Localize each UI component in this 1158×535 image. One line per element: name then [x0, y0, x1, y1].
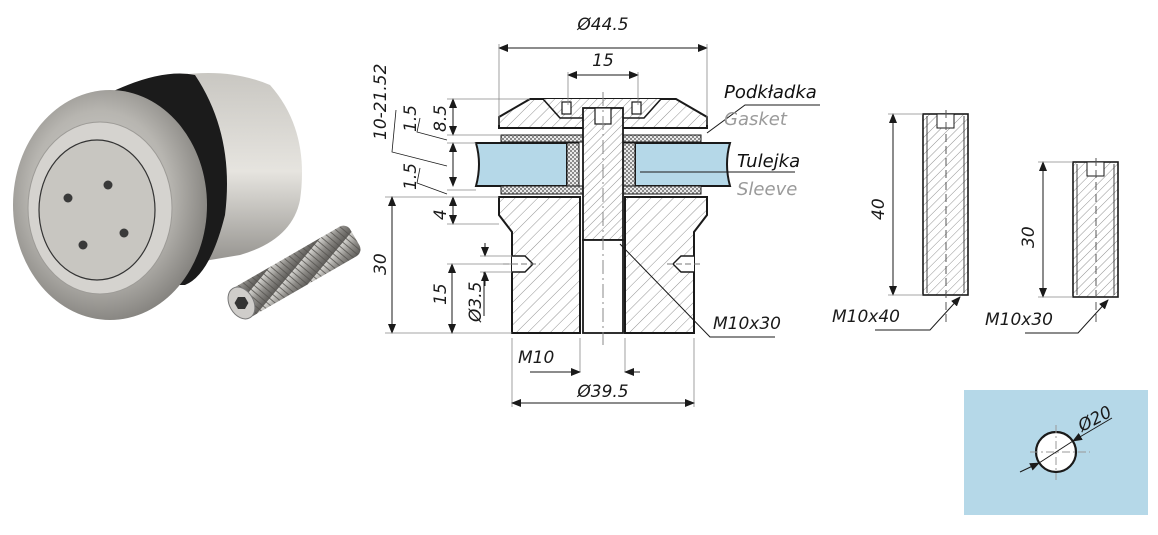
label-gasket-pl: Podkładka: [724, 82, 817, 103]
dim-hole-diameter: Ø20: [1074, 402, 1115, 437]
screw-2-length: 30: [1019, 226, 1039, 248]
dim-base-diameter: Ø39.5: [576, 382, 628, 402]
dim-collar: 4: [431, 209, 451, 220]
label-sleeve-pl: Tulejka: [737, 151, 800, 172]
dim-bore-thread: M10: [518, 348, 554, 368]
screws-drawing: 40 M10x40 30 M10x30: [820, 90, 1150, 340]
screws-svg: 40 M10x40 30 M10x30: [832, 110, 1119, 334]
screw-m10x40: 40 M10x40: [832, 110, 969, 331]
section-drawing: Ø44.5 15 10-21.52 1.5 8.5 1.5 4 30 15: [360, 0, 840, 420]
glass-hole-svg: Ø20: [1019, 402, 1115, 480]
dim-body-height: 30: [371, 253, 391, 275]
screw-m10x30: 30 M10x30: [985, 158, 1119, 334]
product-photo: [0, 40, 370, 370]
screw-1-length: 40: [869, 198, 889, 220]
dim-bolt-spacing: 15: [592, 51, 614, 71]
dim-side-hole-diameter: Ø3.5: [466, 282, 486, 323]
dim-glass-range: 10-21.52: [371, 64, 391, 140]
dim-outer-diameter: Ø44.5: [576, 15, 628, 35]
dim-gasket-top: 1.5: [401, 105, 421, 132]
label-gasket-en: Gasket: [724, 109, 788, 130]
label-thread-m10x30: M10x30: [713, 314, 781, 334]
dim-side-hole-height: 15: [431, 283, 451, 305]
dim-gasket-bottom: 1.5: [401, 163, 421, 190]
section-svg: Ø44.5 15 10-21.52 1.5 8.5 1.5 4 30 15: [371, 15, 840, 407]
label-sleeve-en: Sleeve: [737, 179, 797, 200]
screw-2-label: M10x30: [985, 310, 1053, 330]
dim-cap-height: 8.5: [431, 105, 451, 132]
screw-1-label: M10x40: [832, 307, 900, 327]
product-illustration: [13, 72, 361, 320]
glass-hole-panel: Ø20: [964, 390, 1148, 515]
